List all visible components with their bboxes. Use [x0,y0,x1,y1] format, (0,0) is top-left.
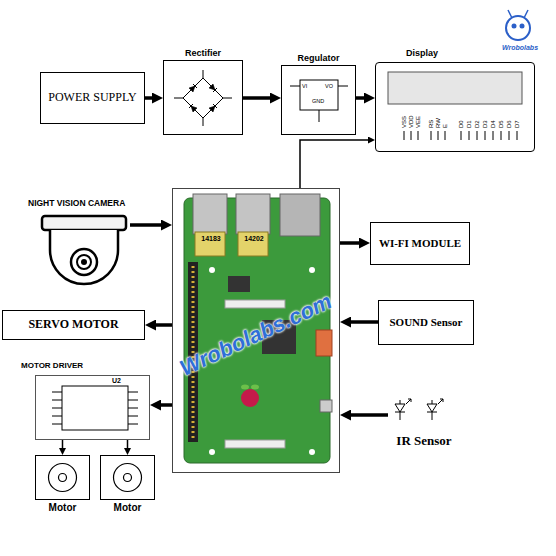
power-supply-box: POWER SUPPLY [40,72,145,124]
pin-name: D1 [466,120,472,128]
logo-face [506,16,530,40]
raspberry-leaf [241,385,249,390]
connector-arrow [161,403,172,407]
pin-name: VSS [401,116,407,128]
pin-name: D7 [514,120,520,128]
connector-arrow [300,140,368,188]
box-label: SOUND Sensor [386,316,465,329]
mounting-hole [309,267,315,273]
camera-lens [71,249,97,275]
logo-text: Wrobolabs [502,44,538,51]
motor-box: Motor [100,455,155,500]
mounting-hole [209,267,215,273]
connector-arrow [127,440,129,448]
pin-name: D0 [458,120,464,128]
pin-name: RW [435,118,441,128]
port-marking: 14202 [239,235,269,243]
motor-symbol [49,464,77,492]
led-symbol [395,404,437,412]
connector-arrow [351,413,388,417]
connector-arrow [340,241,359,245]
pin-name: D6 [506,120,512,128]
pin-name: VI [302,83,307,89]
driver-pins [52,392,138,424]
logo-antenna [508,10,528,18]
motor-shaft [59,474,67,482]
connector-arrow [243,96,270,100]
regulator-pins [290,86,348,122]
pin-name: D4 [490,120,496,128]
logo-eye [520,24,525,29]
connector-arrow [130,223,161,227]
wifi-module-box: WI-FI MODULE [370,222,470,265]
ethernet-port [280,194,320,236]
heading-label: IR Sensor [388,434,460,449]
motor-driver-box: MOTOR DRIVER [35,375,150,440]
connector-arrow [351,320,378,324]
ram-chip [228,276,250,292]
motor-shaft [124,474,132,482]
heading-label: NIGHT VISION CAMERA [28,199,125,209]
raspberry-leaf [251,385,259,390]
ir-sensor-figure: IR Sensor [388,398,460,450]
usb-port [236,194,270,234]
logo-eye [512,24,517,29]
camera-figure: NIGHT VISION CAMERA [38,214,130,288]
lcd-pins [404,131,517,140]
heading-label: Display [406,48,438,58]
pin-name: D5 [498,120,504,128]
port-plate [195,232,225,256]
mounting-hole [309,449,315,455]
diode-symbol [189,84,215,112]
camera-mount [42,216,126,230]
raspberry-logo [241,389,259,407]
sound-sensor-box: SOUND Sensor [378,300,474,345]
part-reference: U2 [112,377,121,384]
motor-symbol [114,464,142,492]
display-box: Display [375,62,535,152]
port-plate [238,232,268,256]
pin-name: VEE [415,116,421,128]
motor-box: Motor [35,455,90,500]
servo-motor-box: SERVO MOTOR [2,310,145,340]
rectifier-box: Rectifier [163,60,243,135]
connector-arrow [62,440,64,448]
pin-name: E [442,124,448,128]
mounting-hole [209,449,215,455]
heading-label: Motor [36,502,89,514]
heading-label: MOTOR DRIVER [21,361,83,370]
connector-arrow [356,96,364,100]
camera-connector [225,300,285,308]
heading-label: Motor [101,502,154,514]
pin-name: D2 [474,120,480,128]
pin-name: D3 [482,120,488,128]
display-connector [225,440,285,448]
port-marking: 14183 [196,235,226,243]
connector-arrow [145,96,152,100]
usb-port [193,194,227,234]
pin-name: RS [428,120,434,128]
regulator-symbol [300,80,338,110]
heading-label: Rectifier [164,48,242,58]
pin-name: VDD [408,115,414,128]
box-label: SERVO MOTOR [25,318,121,332]
heading-label: Regulator [282,53,355,63]
led-leads [395,399,443,420]
lcd-screen [388,72,522,104]
camera-dome [50,230,118,284]
pin-name: VO [325,83,333,89]
hdmi-port [316,330,332,356]
pin-name: GND [312,98,324,104]
micro-usb-port [320,400,332,412]
bridge-rectifier-symbol [174,70,232,126]
box-label: WI-FI MODULE [376,237,464,250]
connector-arrow [156,323,172,327]
camera-lens [77,255,91,269]
diode-bar [189,84,217,108]
box-label: POWER SUPPLY [45,91,139,105]
driver-chip [62,386,128,430]
camera-lens [81,259,87,265]
